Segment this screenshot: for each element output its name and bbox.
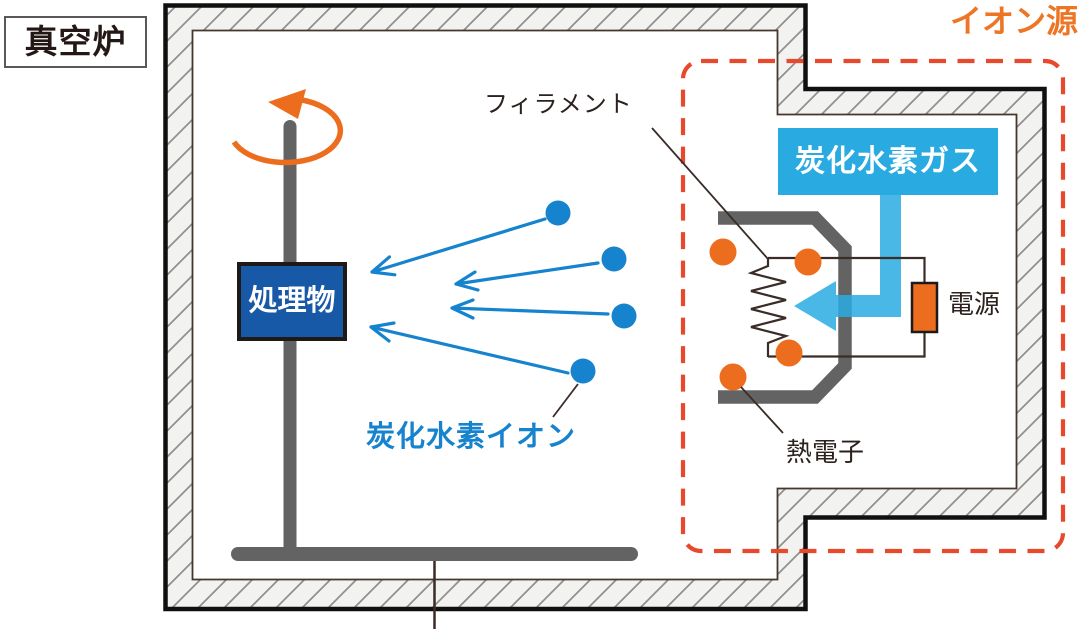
thermal-electron-particle: [709, 238, 737, 266]
filament-label: フィラメント: [484, 91, 633, 118]
hydrocarbon-ion-label: 炭化水素イオン: [366, 421, 577, 453]
ion-leader-line: [552, 383, 579, 418]
hydrocarbon-gas-box: 炭化水素ガス: [778, 128, 998, 195]
ion-arrow: [454, 261, 600, 292]
power-supply-box: [910, 281, 939, 334]
thermal-electron-particle: [775, 339, 803, 367]
circuit-wire-bottom: [768, 331, 926, 358]
rotation-arrowhead-icon: [268, 89, 306, 119]
pedestal: [231, 547, 638, 561]
ion-arrow: [369, 321, 570, 375]
gas-pipe-arrow: [794, 192, 901, 331]
thermal-electron-particles: [709, 238, 822, 391]
ion-particle: [611, 303, 637, 329]
electron-leader-line: [740, 386, 784, 434]
label-leader-lines: [552, 127, 784, 434]
ion-particle: [570, 358, 596, 384]
ion-arrow: [370, 217, 547, 277]
filament-leader-line: [651, 127, 769, 260]
ion-source-boundary: [680, 58, 1066, 554]
power-supply-label: 電源: [948, 289, 1001, 319]
ion-particle: [601, 246, 627, 272]
thermal-electron-particle: [794, 248, 822, 276]
rotation-arrow: [231, 89, 344, 166]
ion-particle: [545, 200, 571, 226]
thermal-electron-particle: [719, 363, 747, 391]
ion-arrow: [450, 298, 610, 320]
ion-particles: [545, 200, 637, 384]
ion-arrows: [369, 217, 610, 375]
filament-zigzag: [747, 258, 790, 357]
vacuum-furnace-label: 真空炉: [4, 16, 147, 68]
workpiece-box: 処理物: [237, 262, 347, 341]
ion-source-label: イオン源: [949, 3, 1078, 39]
thermal-electron-label: 熱電子: [786, 437, 865, 467]
rotation-arc: [231, 97, 344, 166]
rotating-shaft-assembly: [231, 120, 638, 561]
